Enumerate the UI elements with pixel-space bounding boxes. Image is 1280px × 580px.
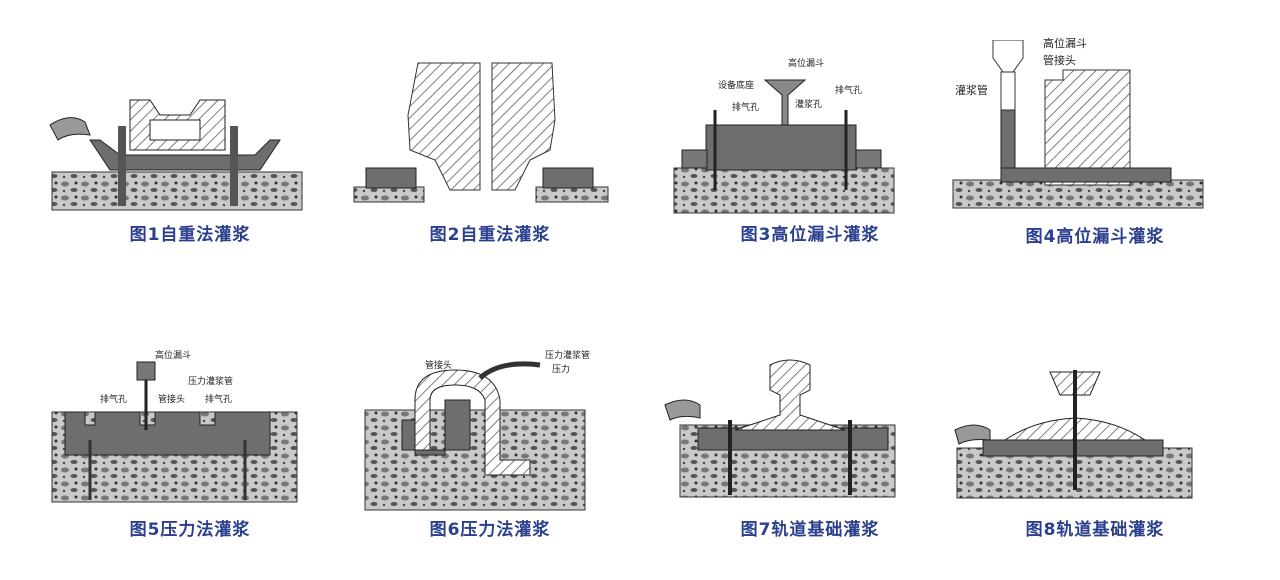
figure-6: 管接头 压力灌浆管 压力 图6压力法灌浆	[340, 340, 640, 580]
label-pressure-grout-pipe: 压力灌浆管	[545, 351, 591, 361]
label-vent-hole: 排气孔	[732, 103, 760, 113]
figure-7-drawing	[664, 359, 896, 498]
label-equipment-base: 设备底座	[718, 81, 755, 91]
label-pipe-joint: 管接头	[158, 395, 186, 405]
figure-4-caption: 图4高位漏斗灌浆	[1025, 227, 1165, 247]
label-pipe-joint: 管接头	[425, 361, 453, 371]
figure-4-drawing	[952, 40, 1204, 209]
label-pressure: 压力	[552, 365, 571, 375]
figure-5: 高位漏斗 压力灌浆管 排气孔 管接头 排气孔 图5压力法灌浆	[40, 340, 340, 580]
label-vent-hole: 排气孔	[835, 86, 863, 96]
label-high-funnel: 高位漏斗	[1043, 37, 1087, 50]
figure-5-drawing	[51, 361, 298, 503]
label-pressure-grout-pipe: 压力灌浆管	[188, 377, 234, 387]
figure-3: 高位漏斗 设备底座 排气孔 灌浆孔 排气孔 图3高位漏斗灌浆	[660, 40, 960, 280]
label-grout-pipe: 灌浆管	[955, 84, 988, 97]
figure-1-caption: 图1自重法灌浆	[129, 225, 251, 245]
figure-7-caption: 图7轨道基础灌浆	[740, 520, 880, 540]
figure-1-drawing	[49, 99, 303, 211]
figure-2-caption: 图2自重法灌浆	[429, 225, 551, 245]
label-vent-hole: 排气孔	[205, 395, 233, 405]
label-high-funnel: 高位漏斗	[155, 351, 192, 361]
figure-4: 高位漏斗 管接头 灌浆管 图4高位漏斗灌浆	[945, 37, 1245, 280]
figure-3-drawing	[673, 79, 895, 214]
label-pipe-joint: 管接头	[1043, 54, 1076, 67]
label-grout-hole: 灌浆孔	[795, 100, 823, 110]
figure-2: 图2自重法灌浆	[340, 40, 640, 280]
label-high-funnel: 高位漏斗	[788, 59, 825, 69]
figure-8-drawing	[954, 370, 1193, 499]
figure-8: 图8轨道基础灌浆	[945, 340, 1245, 580]
figure-6-caption: 图6压力法灌浆	[429, 520, 551, 540]
figure-3-caption: 图3高位漏斗灌浆	[740, 225, 880, 245]
figure-6-drawing	[364, 361, 586, 511]
label-vent-hole: 排气孔	[100, 395, 128, 405]
figure-5-caption: 图5压力法灌浆	[129, 520, 251, 540]
figure-7: 图7轨道基础灌浆	[660, 340, 960, 580]
figure-1: 图1自重法灌浆	[40, 40, 340, 280]
figure-8-caption: 图8轨道基础灌浆	[1025, 520, 1165, 540]
figure-2-drawing	[353, 62, 609, 203]
